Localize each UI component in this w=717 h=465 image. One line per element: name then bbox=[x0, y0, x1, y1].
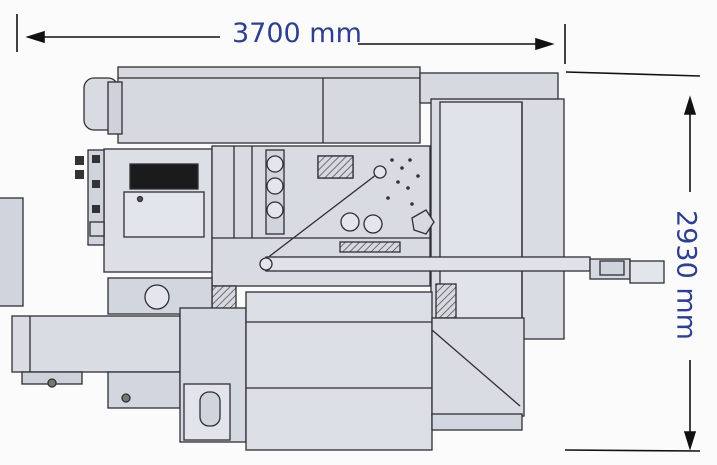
arrowhead-bottom bbox=[683, 431, 697, 451]
upper-right-block bbox=[419, 72, 559, 104]
main-lower-body bbox=[245, 291, 433, 451]
arrowhead-top bbox=[683, 95, 697, 115]
top-cover bbox=[117, 66, 421, 144]
width-dimension-label: 3700 mm bbox=[232, 18, 362, 49]
left-module bbox=[0, 197, 24, 307]
arrowhead-left bbox=[25, 30, 45, 44]
display-screen bbox=[129, 163, 199, 190]
arrowhead-right bbox=[535, 37, 555, 51]
height-dimension-label: 2930 mm bbox=[670, 210, 702, 340]
height-extension-bottom bbox=[564, 449, 701, 452]
height-extension-top bbox=[565, 71, 701, 77]
machine-outline bbox=[0, 66, 665, 451]
infeed-conveyor bbox=[11, 315, 181, 373]
width-dimension-line bbox=[16, 14, 566, 64]
extension-arm bbox=[265, 256, 591, 272]
lower-right-frame bbox=[431, 317, 525, 417]
height-dimension-line bbox=[564, 71, 701, 452]
